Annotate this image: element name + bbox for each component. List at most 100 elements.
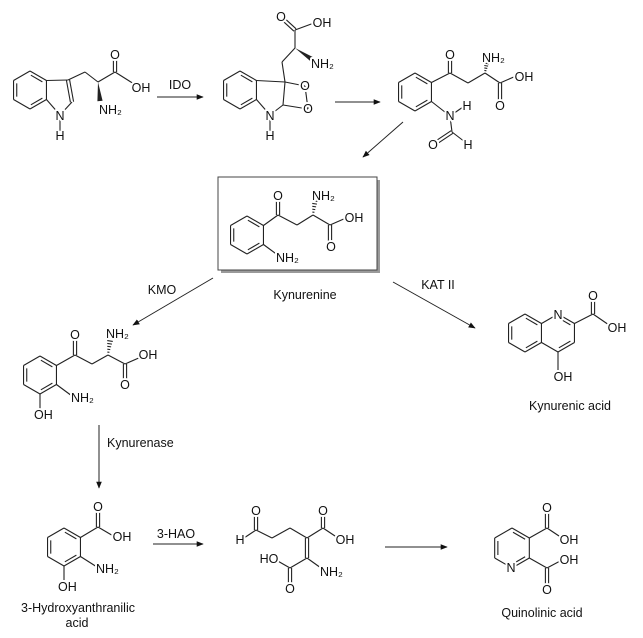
single-bond (80, 556, 98, 568)
atom-N: N (55, 109, 64, 123)
atom-O: O (303, 102, 313, 116)
ring-bond (246, 215, 264, 226)
atom-NH2: NH₂ (99, 103, 122, 117)
double-bond (435, 130, 452, 142)
atom-OH: OH (608, 321, 627, 335)
ring-bond (508, 342, 526, 353)
aromatic-inner-bond (240, 97, 253, 106)
single-bond (529, 557, 548, 569)
ring-bond (63, 556, 81, 567)
enzyme-label-kmo: KMO (148, 283, 177, 297)
kynurenine-structure: O NH₂ OH O NH₂ (271, 187, 365, 267)
atom-H: H (463, 138, 472, 152)
ring-bond (494, 557, 513, 569)
aromatic-inner-bond (415, 99, 428, 108)
single-bond (74, 354, 93, 365)
atom-NH2: NH₂ (276, 251, 299, 265)
single-bond (124, 356, 142, 365)
compound-label-quinolinic-acid: Quinolinic acid (501, 606, 582, 620)
single-bond (97, 526, 116, 538)
aromatic-inner-bond (64, 531, 77, 540)
hashed-bond (107, 345, 112, 348)
atom-N: N (553, 308, 562, 322)
single-bond (282, 81, 286, 106)
compound-label-3-hydroxyanthranilic-line2: acid (66, 616, 89, 630)
single-bond (91, 354, 109, 365)
aromatic-inner-bond (40, 359, 53, 368)
atom-OH: OH (139, 348, 158, 362)
ring-bond (511, 557, 530, 569)
aromatic-inner-bond (247, 242, 260, 251)
ring-bond (414, 72, 432, 83)
atom-O: O (251, 504, 261, 518)
atom-O: O (542, 501, 552, 515)
single-bond (59, 101, 73, 116)
single-bond (289, 527, 308, 539)
ring-bond (23, 355, 41, 366)
ring-bond (47, 556, 65, 567)
atom-OH: OH (132, 81, 151, 95)
ring-bond (39, 384, 57, 395)
enzyme-label-kynurenase: Kynurenase (107, 436, 174, 450)
single-bond (449, 115, 453, 133)
atom-OH: OH (113, 530, 132, 544)
single-bond (322, 527, 339, 539)
single-bond (46, 99, 61, 116)
single-bond (255, 529, 273, 539)
atom-OH: OH (58, 580, 77, 594)
n-formylkynurenine-structure: O NH₂ OH O N H O H (426, 46, 535, 154)
ring-bond (239, 70, 257, 81)
ring-bond (13, 99, 31, 110)
atom-O: O (326, 240, 336, 254)
ring-bond (223, 70, 241, 81)
aromatic-inner-bond (415, 76, 428, 85)
atom-O: O (542, 583, 552, 597)
single-bond (529, 527, 548, 539)
single-bond (84, 71, 99, 83)
single-bond (449, 72, 469, 84)
single-bond (499, 75, 517, 84)
single-bond (329, 217, 347, 226)
compound-label-kynurenic-acid: Kynurenic acid (529, 399, 611, 413)
atom-NH2: NH₂ (320, 565, 343, 579)
single-bond (46, 79, 69, 82)
3-hydroxyanthranilic-acid-structure: O OH NH₂ OH (56, 498, 133, 596)
single-bond (281, 47, 296, 63)
atom-H: H (265, 129, 274, 143)
single-bond (574, 313, 594, 324)
single-bond (451, 131, 466, 143)
single-bond (289, 557, 308, 569)
atom-H: H (462, 99, 471, 113)
atom-OH: OH (345, 211, 364, 225)
hashed-bond (484, 64, 489, 67)
bonds-layer (12, 17, 610, 585)
enzyme-label-3-hao: 3-HAO (157, 527, 195, 541)
enzyme-label-kat2: KAT II (421, 278, 455, 292)
compound-label-kynurenine: Kynurenine (273, 288, 336, 302)
single-bond (281, 61, 286, 83)
single-bond (296, 214, 314, 226)
single-bond (294, 22, 315, 31)
atom-H: H (235, 533, 244, 547)
hashed-bond (484, 59, 490, 63)
single-bond (467, 72, 486, 84)
aromatic-inner-bond (558, 317, 571, 326)
atom-O: O (70, 328, 80, 342)
ring-bond (223, 99, 241, 110)
ring-bond (13, 70, 31, 81)
aromatic-inner-bond (64, 554, 77, 563)
single-bond (449, 106, 464, 117)
atom-O: O (588, 289, 598, 303)
double-bond (437, 132, 454, 144)
ring-bond (508, 313, 526, 324)
wedge-bond (295, 48, 315, 63)
ring-bond (557, 342, 575, 353)
single-bond (284, 81, 306, 87)
ring-bond (398, 101, 416, 112)
single-bond (56, 384, 73, 397)
ring-bond (239, 99, 257, 110)
atom-O: O (318, 504, 328, 518)
aromatic-inner-bond (30, 97, 43, 106)
reaction-arrow-kat2 (392, 281, 476, 329)
